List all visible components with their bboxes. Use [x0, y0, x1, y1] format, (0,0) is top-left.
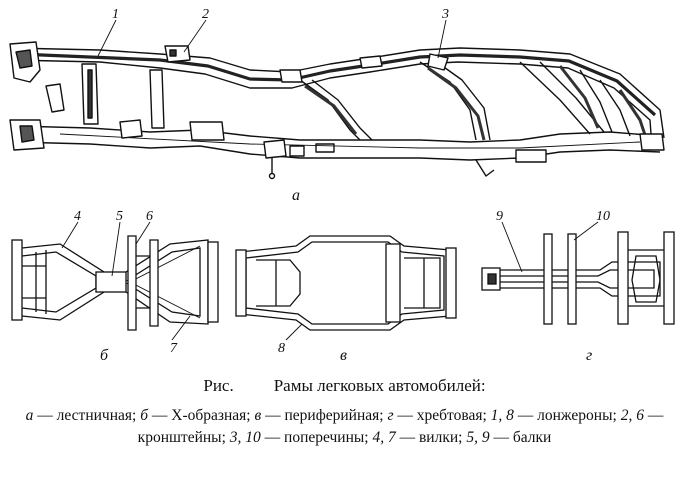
view-label-b: б: [100, 347, 109, 364]
legend-text: — вилки;: [395, 429, 467, 446]
callout-9: 9: [496, 209, 503, 224]
view-label-a: а: [292, 187, 300, 204]
callout-8: 8: [278, 341, 285, 356]
view-label-g: г: [586, 347, 592, 364]
callout-3: 3: [441, 7, 449, 22]
legend-text: — периферийная;: [261, 407, 388, 424]
perimeter-frame-plan: [235, 235, 457, 331]
legend-key: б: [140, 407, 148, 424]
callout-4: 4: [74, 209, 81, 224]
callout-1: 1: [112, 7, 119, 22]
callout-2: 2: [202, 7, 209, 22]
legend-key: 3, 10: [229, 429, 261, 446]
legend-text: — балки: [489, 429, 552, 446]
view-b-callouts: [61, 221, 191, 341]
legend-key: в: [254, 407, 262, 424]
legend-text: — лестничная;: [33, 407, 141, 424]
main-view-callouts: [97, 19, 447, 59]
callout-7: 7: [170, 341, 178, 356]
figure-caption-title: Рис. Рамы легковых автомобилей:: [0, 376, 689, 396]
legend-key: 2, 6: [620, 407, 644, 424]
legend-text: — кронштейны;: [137, 407, 664, 446]
callout-6: 6: [146, 209, 153, 224]
legend-key: а: [25, 407, 34, 424]
x-frame-plan: [11, 235, 219, 331]
legend-key: 4, 7: [372, 429, 396, 446]
legend-text: — поперечины;: [260, 429, 373, 446]
view-label-v: в: [340, 347, 347, 364]
view-g-callouts: [501, 221, 599, 273]
caption-prefix: Рис.: [203, 376, 234, 395]
backbone-frame-plan: [481, 231, 675, 325]
legend-text: — хребтовая;: [393, 407, 491, 424]
figure-legend: а — лестничная; б — Х-образная; в — пери…: [0, 405, 689, 449]
ladder-frame-perspective: [9, 41, 665, 180]
legend-key: г: [387, 407, 394, 424]
legend-key: 1, 8: [490, 407, 514, 424]
legend-text: — лонжероны;: [513, 407, 621, 424]
callout-10: 10: [596, 209, 610, 224]
callout-5: 5: [116, 209, 123, 224]
legend-key: 5, 9: [466, 429, 490, 446]
view-v-callouts: [285, 323, 303, 341]
caption-title: Рамы легковых автомобилей:: [273, 376, 486, 395]
legend-text: — Х-образная;: [148, 407, 255, 424]
